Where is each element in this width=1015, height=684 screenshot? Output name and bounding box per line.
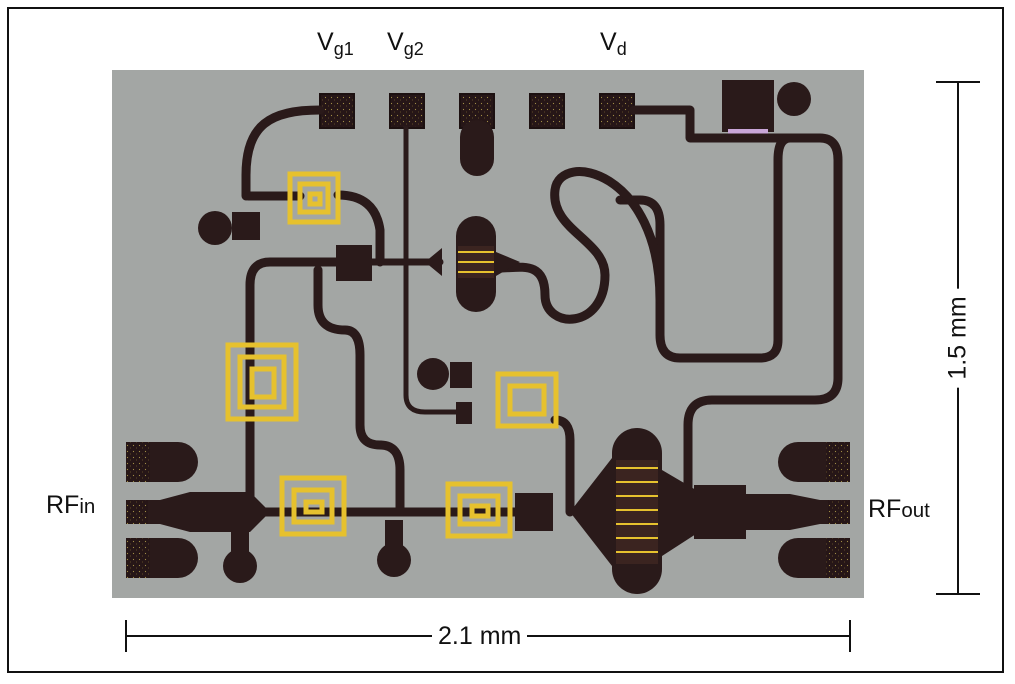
pad-4 — [529, 93, 565, 129]
label-vg1-sub: g1 — [333, 39, 354, 60]
label-rfout-main: RF — [868, 495, 902, 523]
spiral-inductors — [225, 171, 559, 539]
rf-out-pads — [746, 442, 850, 578]
top-right-capacitor — [722, 80, 774, 132]
label-vg2: Vg2 — [387, 28, 424, 60]
pad-vg2 — [389, 93, 425, 129]
bias-capsule — [460, 120, 494, 176]
transistor-1 — [425, 216, 520, 312]
label-rfout: RFout — [868, 497, 930, 522]
label-rfin: RFin — [46, 493, 95, 518]
label-vd: Vd — [600, 28, 627, 60]
label-vg2-main: V — [387, 28, 404, 56]
rf-in-pads — [126, 442, 270, 578]
label-vd-main: V — [600, 28, 617, 56]
scale-height-label: 1.5 mm — [944, 288, 972, 388]
label-rfout-sub: out — [901, 499, 930, 522]
scale-width-label: 2.1 mm — [432, 624, 528, 649]
label-vg1-main: V — [317, 28, 334, 56]
label-rfin-main: RF — [46, 491, 80, 519]
label-rfin-sub: in — [79, 495, 96, 518]
dc-pads — [319, 93, 635, 129]
label-vd-sub: d — [616, 39, 627, 60]
transistor-2 — [570, 428, 696, 594]
vias-and-capacitors — [198, 211, 746, 583]
top-right-via — [777, 82, 811, 116]
label-vg1: Vg1 — [317, 28, 354, 60]
pad-vg1 — [319, 93, 355, 129]
pad-vd — [599, 93, 635, 129]
label-vg2-sub: g2 — [403, 39, 424, 60]
figure-frame — [7, 7, 1004, 673]
